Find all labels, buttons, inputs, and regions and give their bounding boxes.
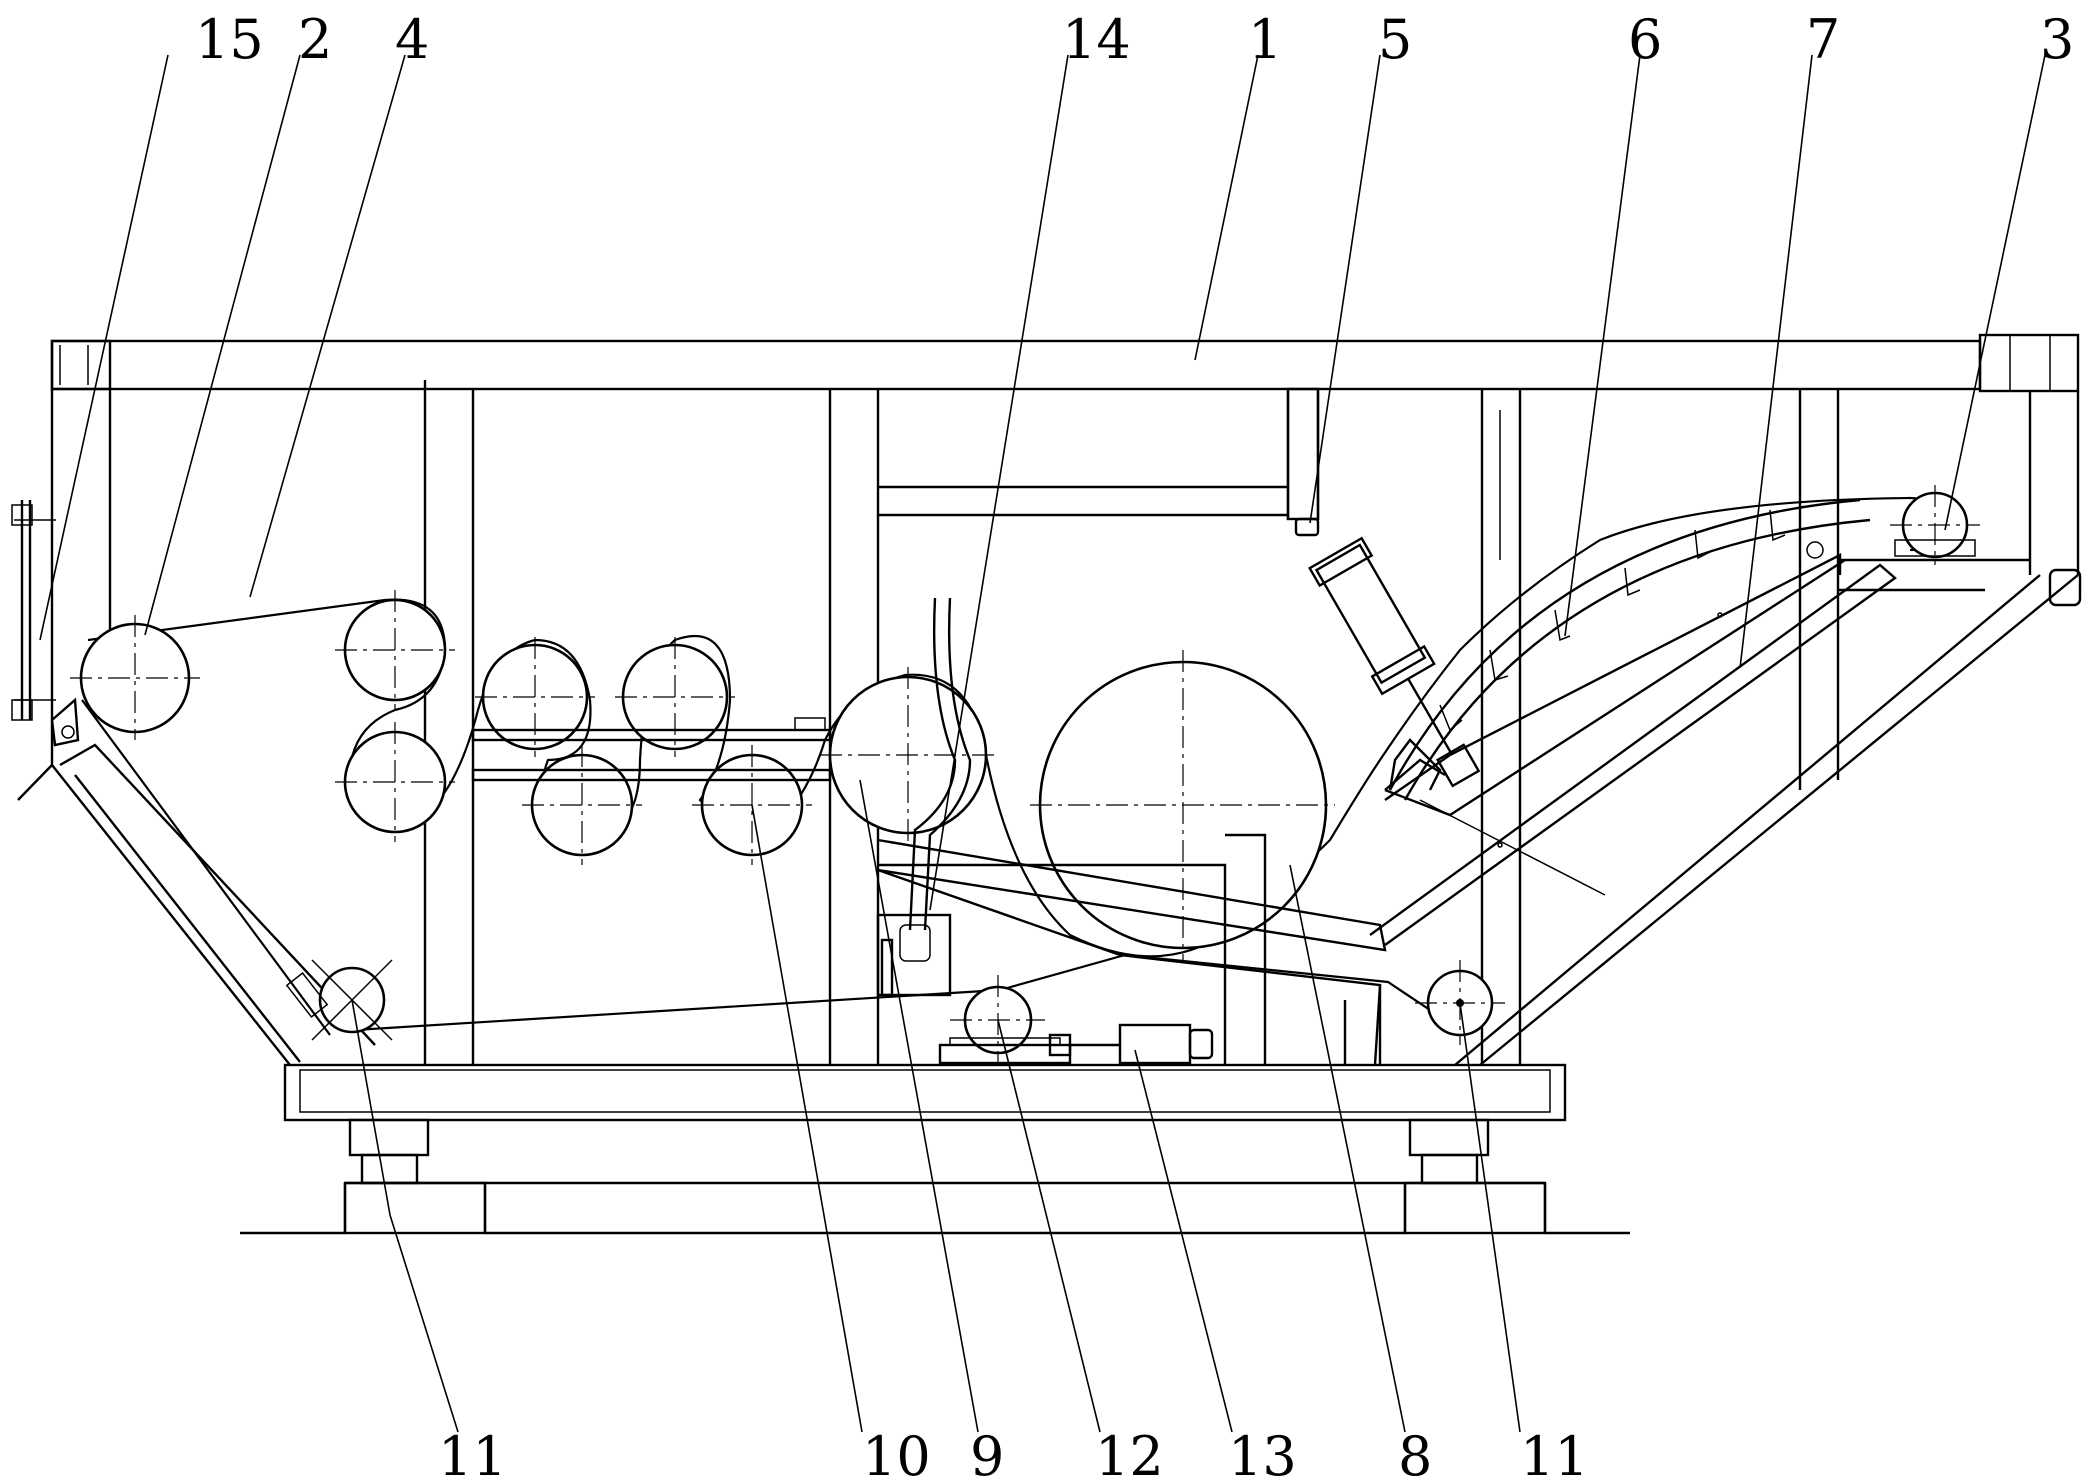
side-walls	[17, 568, 2082, 1066]
callout-11-left: 11	[438, 1425, 507, 1478]
tension-rod-assembly	[11, 500, 80, 747]
callout-14: 14	[1062, 8, 1131, 71]
drip-tray	[1369, 541, 1897, 946]
callout-5: 5	[1378, 8, 1412, 71]
callout-3: 3	[2040, 8, 2074, 71]
callout-2: 2	[298, 8, 332, 71]
callout-12: 12	[1095, 1425, 1164, 1478]
callout-1: 1	[1248, 8, 1282, 71]
callout-10: 10	[862, 1425, 931, 1478]
callout-8: 8	[1398, 1425, 1432, 1478]
curved-spray-box	[1384, 498, 1871, 801]
wedge-plates	[877, 833, 1387, 1066]
callout-7: 7	[1806, 8, 1840, 71]
drive-roller	[79, 622, 191, 734]
callout-15: 15	[195, 8, 264, 71]
callout-6: 6	[1628, 8, 1662, 71]
scraper-assembly	[876, 597, 972, 997]
callout-11-right: 11	[1520, 1425, 1589, 1478]
leader-lines	[39, 54, 2046, 1433]
middle-bay-bracing	[878, 485, 2030, 592]
callout-9: 9	[970, 1425, 1004, 1478]
rollers	[70, 485, 1980, 1065]
callout-labels: 15 2 4 14 1 5 6 7 3 11 10 9 12 13 8 11	[195, 8, 2074, 1478]
callout-13: 13	[1228, 1425, 1297, 1478]
callout-4: 4	[395, 8, 429, 71]
base-frame	[240, 1063, 1630, 1235]
top-air-cylinder	[1286, 387, 1481, 788]
press-guide-plate	[471, 717, 832, 782]
